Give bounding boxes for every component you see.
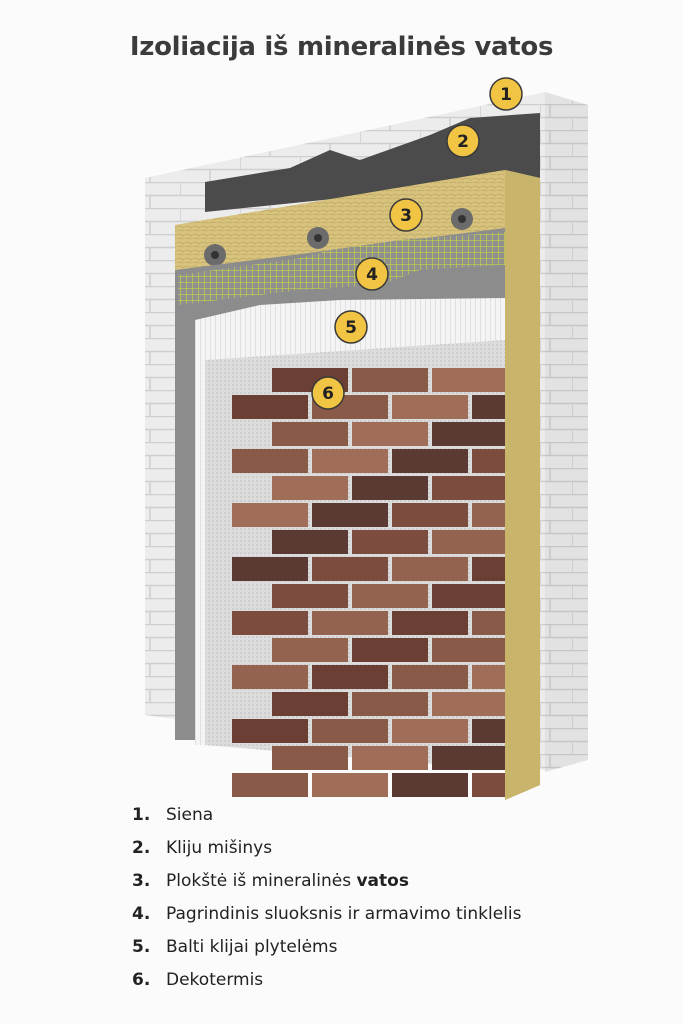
legend-item: 2. Kliju mišinys bbox=[132, 831, 522, 864]
brick bbox=[392, 449, 468, 473]
svg-text:1: 1 bbox=[500, 85, 512, 105]
brick bbox=[432, 746, 505, 770]
legend-label-bold: vatos bbox=[356, 870, 409, 891]
brick bbox=[472, 773, 505, 797]
brick bbox=[432, 530, 505, 554]
layer-badge-1: 1 bbox=[489, 77, 523, 111]
brick bbox=[272, 530, 348, 554]
layer-mineral-wool bbox=[175, 170, 540, 800]
legend-number: 6. bbox=[132, 969, 151, 990]
brick bbox=[312, 503, 388, 527]
page-title: Izoliacija iš mineralinės vatos bbox=[129, 32, 554, 62]
brick bbox=[312, 611, 388, 635]
layer-dekotermis bbox=[232, 368, 505, 797]
brick bbox=[312, 773, 388, 797]
brick bbox=[312, 719, 388, 743]
brick bbox=[352, 638, 428, 662]
legend-label: Siena bbox=[166, 804, 214, 825]
legend-number: 4. bbox=[132, 903, 151, 924]
brick bbox=[472, 395, 505, 419]
brick bbox=[312, 665, 388, 689]
svg-text:3: 3 bbox=[400, 206, 412, 226]
layer-badge-6: 6 bbox=[311, 376, 345, 410]
anchor-dowel-icon bbox=[307, 227, 329, 249]
brick bbox=[392, 557, 468, 581]
wall-insulation-diagram: 1 2 3 4 5 6 bbox=[145, 77, 588, 800]
brick bbox=[352, 476, 428, 500]
brick bbox=[432, 692, 505, 716]
layer-badge-2: 2 bbox=[446, 124, 480, 158]
legend-label: Kliju mišinys bbox=[166, 837, 273, 858]
legend-list: 1. Siena 2. Kliju mišinys 3. Plokštė iš min… bbox=[132, 798, 522, 996]
svg-text:6: 6 bbox=[322, 384, 334, 404]
brick bbox=[272, 422, 348, 446]
layer-badge-3: 3 bbox=[389, 198, 423, 232]
svg-text:5: 5 bbox=[345, 318, 357, 338]
anchor-dowel-icon bbox=[204, 244, 226, 266]
brick bbox=[392, 665, 468, 689]
legend-label: Balti klijai plytelėms bbox=[166, 936, 338, 957]
brick bbox=[392, 395, 468, 419]
brick bbox=[472, 503, 505, 527]
legend-label: Plokštė iš mineralinės bbox=[166, 870, 352, 891]
legend-item: 6. Dekotermis bbox=[132, 963, 522, 996]
layer-badge-5: 5 bbox=[334, 310, 368, 344]
brick bbox=[272, 584, 348, 608]
brick bbox=[392, 773, 468, 797]
brick bbox=[272, 692, 348, 716]
legend-label: Dekotermis bbox=[166, 969, 264, 990]
legend-item: 4. Pagrindinis sluoksnis ir armavimo tink… bbox=[132, 897, 522, 930]
brick bbox=[392, 503, 468, 527]
legend-number: 5. bbox=[132, 936, 151, 957]
legend-number: 1. bbox=[132, 804, 151, 825]
brick bbox=[432, 476, 505, 500]
brick bbox=[352, 692, 428, 716]
brick bbox=[472, 557, 505, 581]
brick bbox=[392, 719, 468, 743]
brick bbox=[472, 449, 505, 473]
brick bbox=[432, 584, 505, 608]
brick bbox=[472, 665, 505, 689]
brick bbox=[232, 611, 308, 635]
legend-item: 1. Siena bbox=[132, 798, 522, 831]
svg-text:2: 2 bbox=[457, 132, 469, 152]
layer-render-background bbox=[205, 340, 505, 770]
brick bbox=[352, 368, 428, 392]
legend-item: 3. Plokštė iš mineralinės vatos bbox=[132, 864, 522, 897]
brick bbox=[432, 422, 505, 446]
layer-badge-4: 4 bbox=[355, 257, 389, 291]
brick bbox=[312, 557, 388, 581]
legend-number: 2. bbox=[132, 837, 151, 858]
brick bbox=[232, 773, 308, 797]
brick bbox=[392, 611, 468, 635]
legend-item: 5. Balti klijai plytelėms bbox=[132, 930, 522, 963]
anchor-dowel-icon bbox=[451, 208, 473, 230]
brick bbox=[232, 449, 308, 473]
brick bbox=[232, 395, 308, 419]
brick bbox=[232, 665, 308, 689]
svg-text:4: 4 bbox=[366, 265, 378, 285]
legend-label: Pagrindinis sluoksnis ir armavimo tinkle… bbox=[166, 903, 522, 924]
brick bbox=[352, 530, 428, 554]
legend-number: 3. bbox=[132, 870, 151, 891]
brick bbox=[232, 503, 308, 527]
brick bbox=[312, 449, 388, 473]
brick bbox=[472, 719, 505, 743]
brick bbox=[272, 746, 348, 770]
brick bbox=[432, 638, 505, 662]
brick bbox=[232, 719, 308, 743]
brick bbox=[472, 611, 505, 635]
brick bbox=[352, 746, 428, 770]
brick bbox=[232, 557, 308, 581]
brick bbox=[272, 638, 348, 662]
brick bbox=[352, 422, 428, 446]
brick bbox=[272, 476, 348, 500]
brick bbox=[432, 368, 505, 392]
brick bbox=[352, 584, 428, 608]
